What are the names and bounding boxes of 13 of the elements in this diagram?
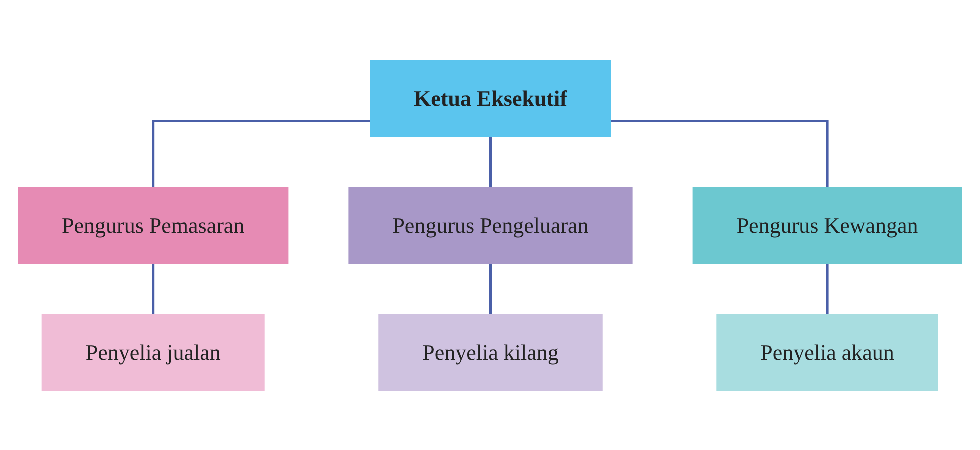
connector [152,119,370,186]
node-box: Penyelia akaun [716,314,938,390]
connector [826,262,829,314]
node-box: Pengurus Pengeluaran [348,186,633,264]
node-box: Penyelia kilang [378,314,603,390]
connector [489,135,492,186]
connector [611,120,829,186]
node-box: Pengurus Kewangan [692,186,962,264]
node-box: Penyelia jualan [42,314,265,390]
connector [152,262,154,314]
node-box: Pengurus Pemasaran [18,186,289,264]
node-box: Ketua Eksekutif [370,60,612,136]
connector [489,262,492,314]
